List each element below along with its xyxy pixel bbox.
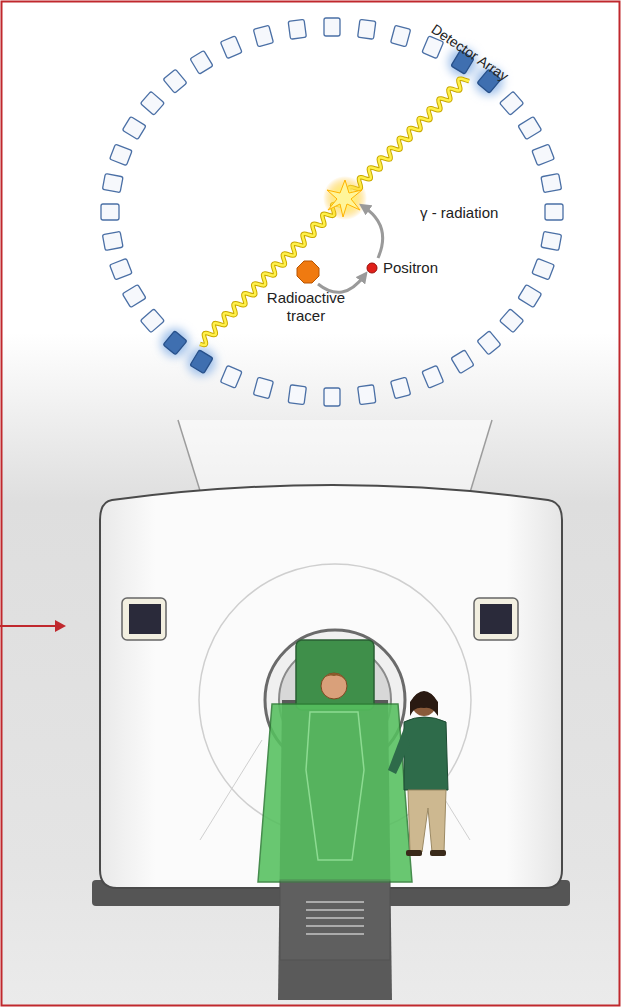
detector-ring bbox=[101, 18, 563, 406]
technician-hair bbox=[410, 691, 438, 716]
detector bbox=[190, 50, 213, 74]
gamma-wave bbox=[345, 79, 469, 199]
detector bbox=[532, 144, 555, 165]
label-text: Radioactive tracer bbox=[258, 289, 354, 325]
technician-shoe bbox=[406, 850, 422, 856]
detector-glow bbox=[161, 329, 189, 357]
scanner-screen bbox=[474, 598, 518, 640]
annihilation-flash bbox=[323, 176, 367, 220]
detector bbox=[140, 309, 164, 333]
detector bbox=[477, 331, 501, 355]
detector bbox=[391, 377, 411, 399]
detector bbox=[532, 258, 555, 279]
detector bbox=[324, 388, 340, 406]
guide-line bbox=[200, 740, 262, 840]
detector bbox=[288, 19, 306, 39]
head-rest bbox=[296, 640, 374, 710]
detector bbox=[288, 385, 306, 405]
detector bbox=[102, 231, 123, 250]
patient-head bbox=[321, 673, 347, 699]
detector bbox=[101, 204, 119, 220]
label-text: Detector Array bbox=[428, 20, 546, 108]
detector bbox=[545, 204, 563, 220]
label-text: γ - radiation bbox=[420, 204, 550, 222]
label-text: Positron bbox=[383, 259, 473, 277]
detector bbox=[451, 350, 474, 374]
screen-display bbox=[129, 604, 161, 634]
tracer-octagon bbox=[297, 261, 319, 283]
detector bbox=[253, 25, 273, 47]
detector bbox=[110, 144, 133, 165]
detector bbox=[358, 19, 376, 39]
patient-hair bbox=[321, 673, 347, 682]
gamma-wave-outline bbox=[345, 79, 469, 199]
active-detector bbox=[190, 350, 213, 374]
detector bbox=[122, 284, 146, 307]
detector bbox=[391, 25, 411, 47]
detector bbox=[220, 36, 242, 59]
patient-body bbox=[306, 712, 364, 860]
active-detector bbox=[163, 331, 187, 355]
detector bbox=[140, 91, 164, 115]
scanner-housing bbox=[100, 485, 562, 888]
detector bbox=[358, 385, 376, 405]
screen-display bbox=[480, 604, 512, 634]
detector bbox=[500, 309, 524, 333]
bed-foot bbox=[280, 880, 390, 960]
technician-arm bbox=[388, 728, 410, 774]
detector bbox=[324, 18, 340, 36]
positron-dot bbox=[367, 263, 377, 273]
detector bbox=[163, 69, 187, 93]
detector bbox=[110, 258, 133, 279]
detector bbox=[102, 174, 123, 193]
detector bbox=[518, 116, 542, 139]
detector bbox=[541, 231, 562, 250]
detector bbox=[220, 365, 242, 388]
detector bbox=[253, 377, 273, 399]
detector bbox=[500, 91, 524, 115]
pointer-arrow bbox=[0, 625, 56, 627]
technician-shirt bbox=[404, 717, 448, 790]
annihilation-arrow bbox=[364, 207, 383, 258]
detector bbox=[541, 174, 562, 193]
scanner-screen bbox=[122, 598, 166, 640]
annihilation-star bbox=[327, 180, 362, 217]
detector bbox=[422, 365, 444, 388]
detector bbox=[518, 284, 542, 307]
technician-shoe bbox=[430, 850, 446, 856]
detector bbox=[122, 116, 146, 139]
arrow-head bbox=[55, 620, 66, 632]
patient-sheet bbox=[258, 704, 412, 882]
technician-pants bbox=[408, 790, 446, 852]
detector-glow bbox=[188, 348, 216, 376]
